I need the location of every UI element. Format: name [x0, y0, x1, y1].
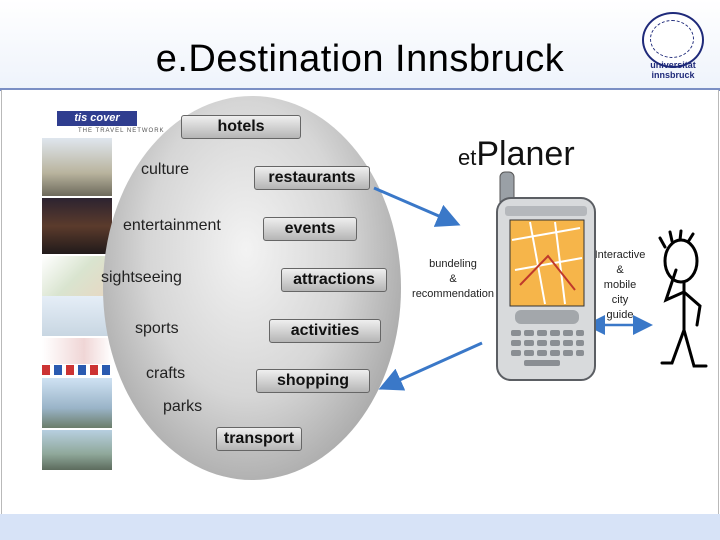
thinking-person-icon — [660, 231, 706, 366]
arrow-to-categories — [384, 343, 482, 387]
pda-phone-icon — [497, 172, 595, 380]
arrow-to-planer — [374, 188, 455, 223]
